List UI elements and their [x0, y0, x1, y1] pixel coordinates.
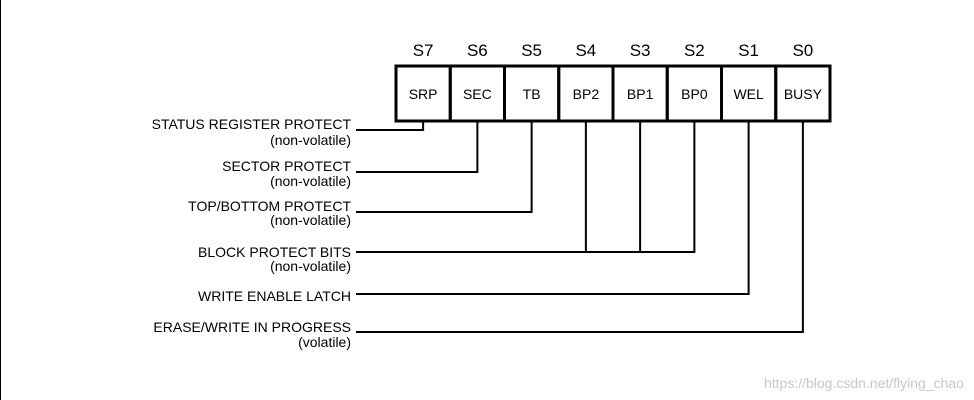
bit-header-s3: S3 [630, 41, 651, 60]
register-cells: SRP SEC TB BP2 BP1 BP0 WEL BUSY [394, 64, 832, 123]
bit-name-sec: SEC [463, 86, 492, 102]
field-label-title: TOP/BOTTOM PROTECT [188, 198, 351, 214]
bit-header-s7: S7 [413, 41, 434, 60]
left-border-line [0, 0, 1, 400]
bit-name-srp: SRP [409, 86, 438, 102]
bit-header-s1: S1 [738, 41, 759, 60]
bit-header-s0: S0 [792, 41, 813, 60]
field-label-title: STATUS REGISTER PROTECT [152, 116, 352, 132]
field-label-title: SECTOR PROTECT [222, 158, 351, 174]
bit-name-bp2: BP2 [573, 86, 600, 102]
field-label-title: ERASE/WRITE IN PROGRESS [153, 319, 351, 335]
connector-lines [356, 121, 804, 333]
bit-name-wel: WEL [733, 86, 764, 102]
bit-headers: S7 S6 S5 S4 S3 S2 S1 S0 [413, 41, 814, 60]
field-label-subtitle: (non-volatile) [270, 173, 351, 189]
field-label-subtitle: (non-volatile) [270, 132, 351, 148]
field-label-title: WRITE ENABLE LATCH [198, 288, 351, 304]
bit-header-s4: S4 [575, 41, 596, 60]
field-label-subtitle: (volatile) [298, 334, 351, 350]
bit-header-s6: S6 [467, 41, 488, 60]
bit-name-busy: BUSY [784, 86, 823, 102]
bit-header-s2: S2 [684, 41, 705, 60]
bit-header-s5: S5 [521, 41, 542, 60]
field-label-subtitle: (non-volatile) [270, 212, 351, 228]
bit-name-bp0: BP0 [681, 86, 708, 102]
watermark-text: https://blog.csdn.net/flying_chao [764, 375, 964, 391]
field-labels: STATUS REGISTER PROTECT(non-volatile)SEC… [152, 116, 352, 350]
bit-name-tb: TB [523, 86, 541, 102]
field-label-subtitle: (non-volatile) [270, 258, 351, 274]
field-label-title: BLOCK PROTECT BITS [198, 244, 351, 260]
bit-name-bp1: BP1 [627, 86, 654, 102]
